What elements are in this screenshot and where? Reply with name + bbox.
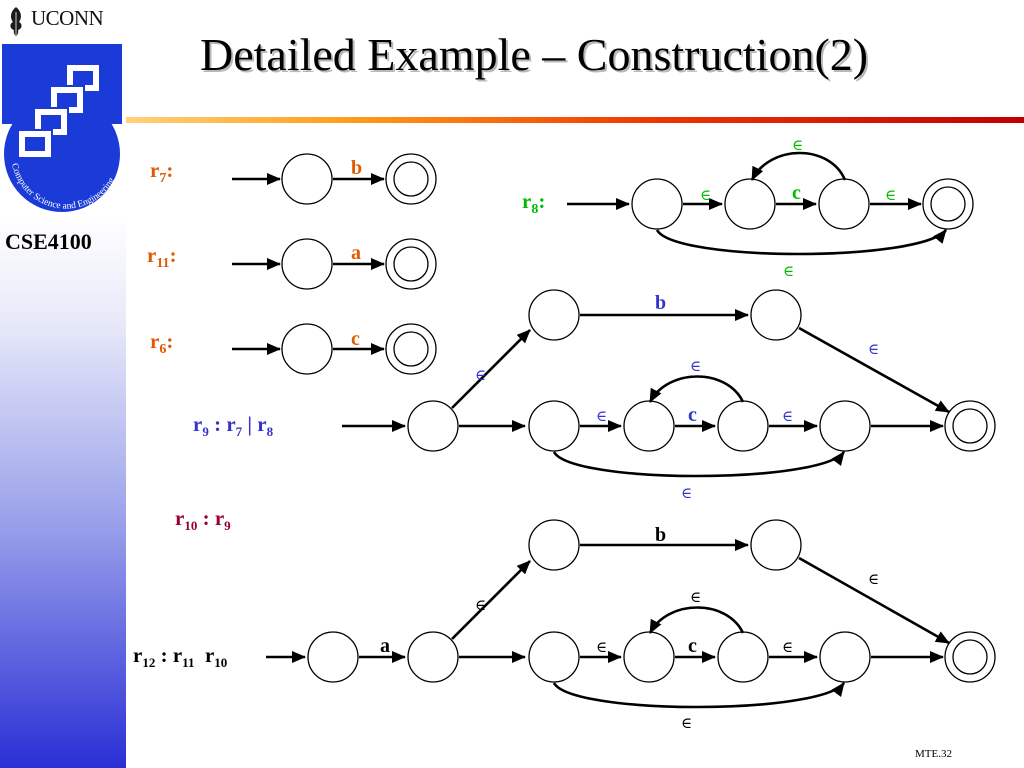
epsilon-label: ∈: [681, 714, 692, 732]
symbol-label: c: [688, 635, 697, 657]
slide-title: Detailed Example – Construction(2): [200, 29, 869, 80]
uconn-oak-leaf-icon: [10, 7, 22, 37]
state: [281, 153, 333, 205]
edge: [798, 326, 950, 414]
nfa-r8: ∈ c ∈ ∈ ∈: [567, 136, 974, 280]
epsilon-label: ∈: [475, 366, 486, 384]
symbol-label: c: [688, 404, 697, 426]
symbol-label: a: [351, 242, 361, 264]
label-r6: r6:: [150, 329, 173, 357]
nfa-r12: a b ∈ ∈ ∈ ∈ c ∈ ∈: [266, 519, 996, 732]
state: [819, 400, 871, 452]
edge: [451, 329, 531, 409]
state: [307, 631, 359, 683]
state: [407, 631, 459, 683]
loop-edge: [750, 151, 847, 181]
state: [528, 289, 580, 341]
sidebar: UCONN Computer Science and Engineering C…: [0, 0, 126, 768]
accept-inner: [393, 331, 429, 367]
state: [281, 238, 333, 290]
epsilon-label: ∈: [475, 596, 486, 614]
title-rule: [126, 117, 1024, 123]
epsilon-label: ∈: [885, 186, 896, 204]
state: [717, 400, 769, 452]
label-r8: r8:: [522, 189, 545, 217]
state: [717, 631, 769, 683]
course-code: CSE4100: [5, 229, 92, 254]
epsilon-label: ∈: [792, 136, 803, 154]
edge: [798, 556, 950, 645]
state: [281, 323, 333, 375]
epsilon-label: ∈: [783, 262, 794, 280]
epsilon-label: ∈: [782, 638, 793, 656]
label-r12: r12 : r11 r10: [133, 643, 227, 670]
uconn-brand: UCONN: [31, 6, 104, 30]
state: [819, 631, 871, 683]
state: [528, 400, 580, 452]
loop-edge: [648, 606, 745, 634]
epsilon-label: ∈: [596, 638, 607, 656]
edge: [451, 560, 531, 640]
epsilon-label: ∈: [690, 357, 701, 375]
symbol-label: b: [655, 524, 666, 546]
nfa-r7: b: [232, 153, 437, 205]
nfa-r11: a: [232, 238, 437, 290]
state: [750, 289, 802, 341]
state: [818, 178, 870, 230]
symbol-label: b: [655, 292, 666, 314]
state: [623, 631, 675, 683]
epsilon-label: ∈: [782, 407, 793, 425]
epsilon-label: ∈: [596, 407, 607, 425]
skip-edge: [552, 451, 846, 478]
state: [750, 519, 802, 571]
state: [407, 400, 459, 452]
label-r10: r10 : r9: [175, 506, 231, 533]
symbol-label: a: [380, 635, 390, 657]
accept-inner: [930, 186, 966, 222]
state: [623, 400, 675, 452]
symbol-label: c: [792, 182, 801, 204]
state: [724, 178, 776, 230]
state: [528, 631, 580, 683]
symbol-label: c: [351, 328, 360, 350]
accept-inner: [952, 408, 988, 444]
epsilon-label: ∈: [690, 588, 701, 606]
nfa-r6: c: [232, 323, 437, 375]
cse-logo-icon: Computer Science and Engineering: [2, 44, 122, 212]
skip-edge: [655, 229, 948, 256]
slide-number: MTE.32: [915, 748, 952, 760]
label-r9: r9 : r7 | r8: [193, 412, 274, 439]
label-r11: r11:: [147, 243, 177, 271]
skip-edge: [552, 682, 846, 709]
epsilon-label: ∈: [681, 484, 692, 502]
accept-inner: [393, 161, 429, 197]
state: [528, 519, 580, 571]
epsilon-label: ∈: [868, 570, 879, 588]
loop-edge: [648, 375, 745, 403]
epsilon-label: ∈: [868, 340, 879, 358]
state: [631, 178, 683, 230]
accept-inner: [393, 246, 429, 282]
nfa-r9: b ∈ ∈ ∈ ∈ c ∈ ∈: [342, 289, 996, 502]
label-r7: r7:: [150, 158, 173, 186]
accept-inner: [952, 639, 988, 675]
epsilon-label: ∈: [700, 186, 711, 204]
symbol-label: b: [351, 157, 362, 179]
